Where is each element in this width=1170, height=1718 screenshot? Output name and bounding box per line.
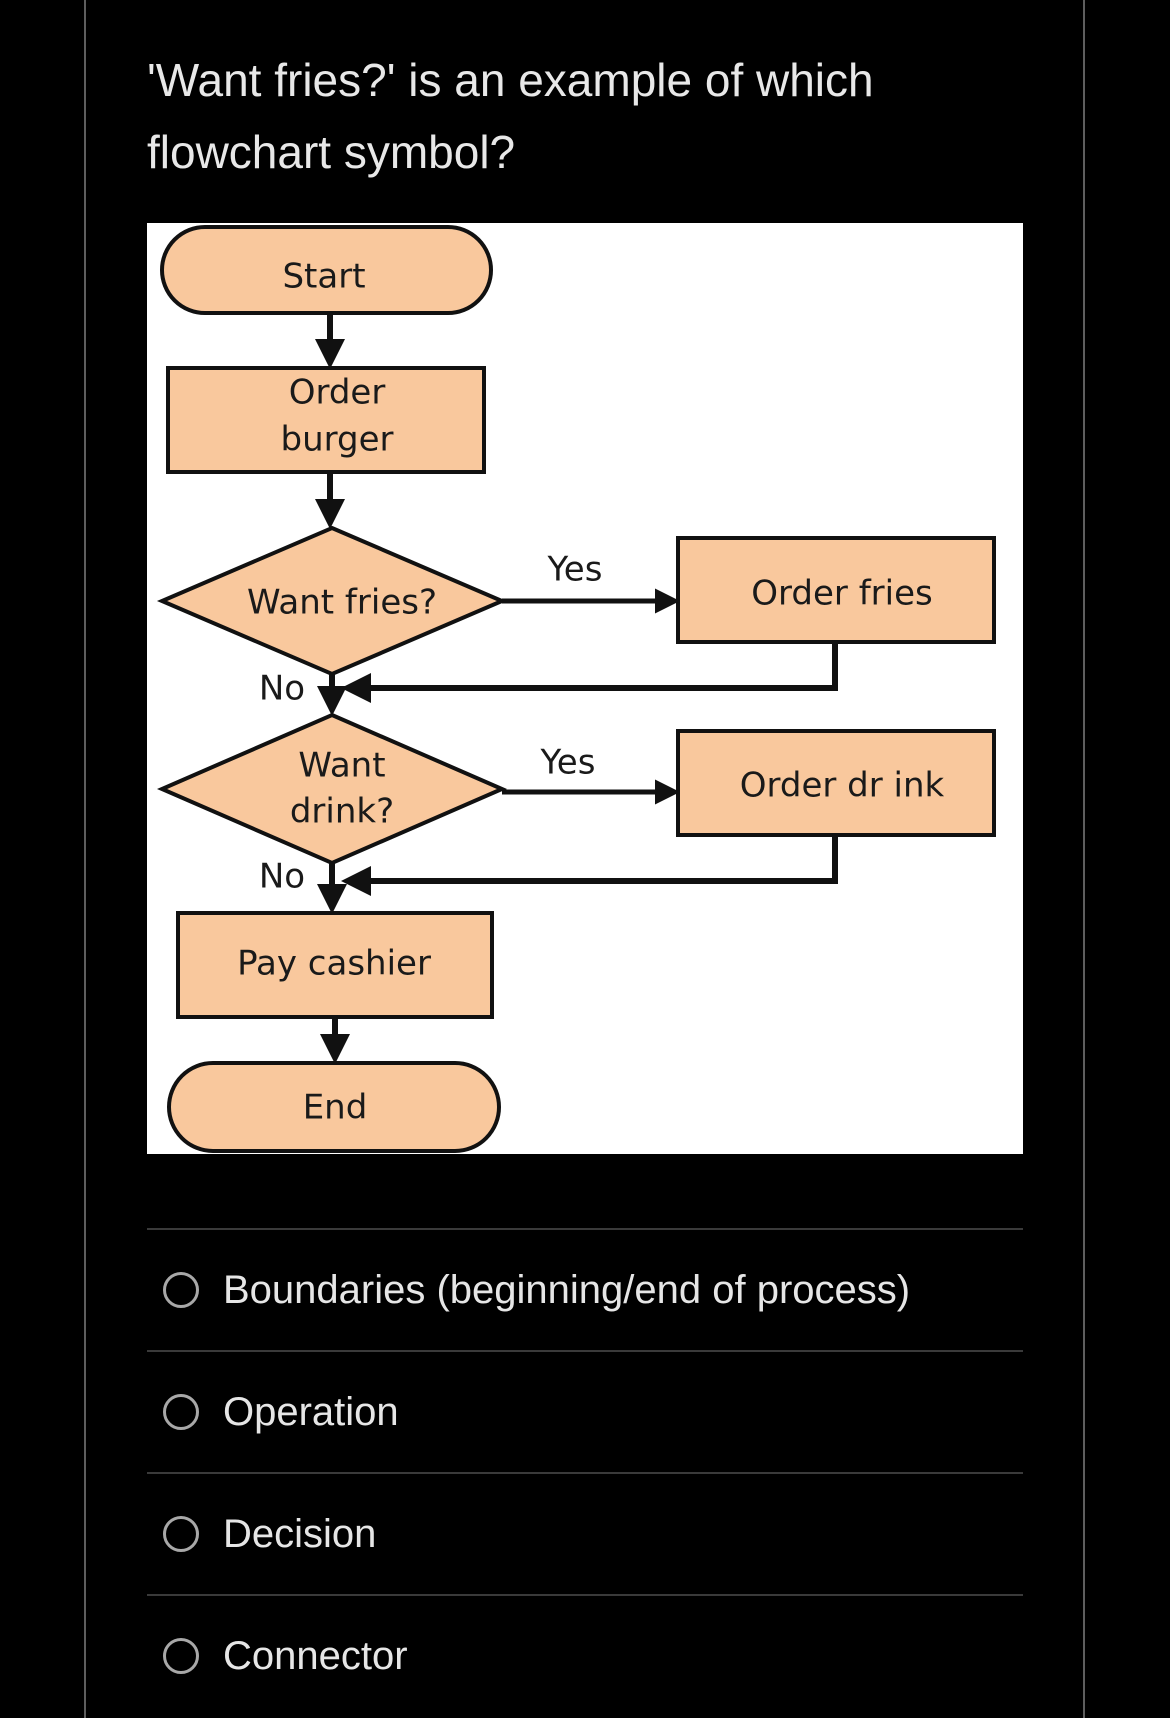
option-decision[interactable]: Decision (147, 1472, 1023, 1594)
option-label: Connector (223, 1633, 408, 1678)
order-fries-process-shape (676, 536, 996, 644)
flowchart-image: Start Order burger Want fries? Yes Order… (147, 223, 1023, 1154)
option-connector[interactable]: Connector (147, 1594, 1023, 1716)
option-operation[interactable]: Operation (147, 1350, 1023, 1472)
arrow-fries-return (341, 644, 838, 703)
start-label: Start (282, 257, 365, 297)
want-drink-label-1: Want (298, 746, 385, 786)
option-boundaries[interactable]: Boundaries (beginning/end of process) (147, 1228, 1023, 1350)
order-burger-label-1: Order (289, 373, 386, 413)
fries-no-label: No (259, 669, 305, 709)
want-drink-decision-shape (156, 712, 508, 866)
want-fries-label: Want fries? (247, 583, 437, 623)
radio-circle-icon[interactable] (163, 1394, 199, 1430)
arrow-drink-return (341, 837, 838, 896)
order-burger-label-2: burger (281, 420, 394, 460)
drink-no-label: No (259, 857, 305, 897)
right-border-line (1083, 0, 1085, 1718)
fries-yes-label: Yes (547, 550, 603, 590)
question-line-1: 'Want fries?' is an example of which (147, 54, 874, 106)
question-line-2: flowchart symbol? (147, 126, 516, 178)
order-fries-label: Order fries (751, 574, 932, 614)
order-drink-label: Order dr ink (740, 766, 945, 806)
option-label: Operation (223, 1389, 399, 1434)
radio-circle-icon[interactable] (163, 1516, 199, 1552)
end-terminator-shape (167, 1061, 501, 1153)
answer-options: Boundaries (beginning/end of process) Op… (147, 1228, 1023, 1716)
option-label: Boundaries (beginning/end of process) (223, 1267, 911, 1312)
order-burger-process-shape (166, 366, 486, 474)
option-label: Decision (223, 1511, 377, 1556)
left-border-line (84, 0, 86, 1718)
order-drink-process-shape (676, 729, 996, 837)
flowchart-diagram: Start Order burger Want fries? Yes Order… (156, 225, 996, 1153)
pay-cashier-label: Pay cashier (237, 944, 431, 984)
end-label: End (303, 1088, 368, 1128)
question-text: 'Want fries?' is an example of which flo… (147, 44, 1027, 188)
drink-yes-label: Yes (540, 743, 596, 783)
want-drink-label-2: drink? (290, 792, 394, 832)
start-terminator-shape (160, 225, 493, 315)
radio-circle-icon[interactable] (163, 1272, 199, 1308)
pay-cashier-process-shape (176, 911, 494, 1019)
radio-circle-icon[interactable] (163, 1638, 199, 1674)
